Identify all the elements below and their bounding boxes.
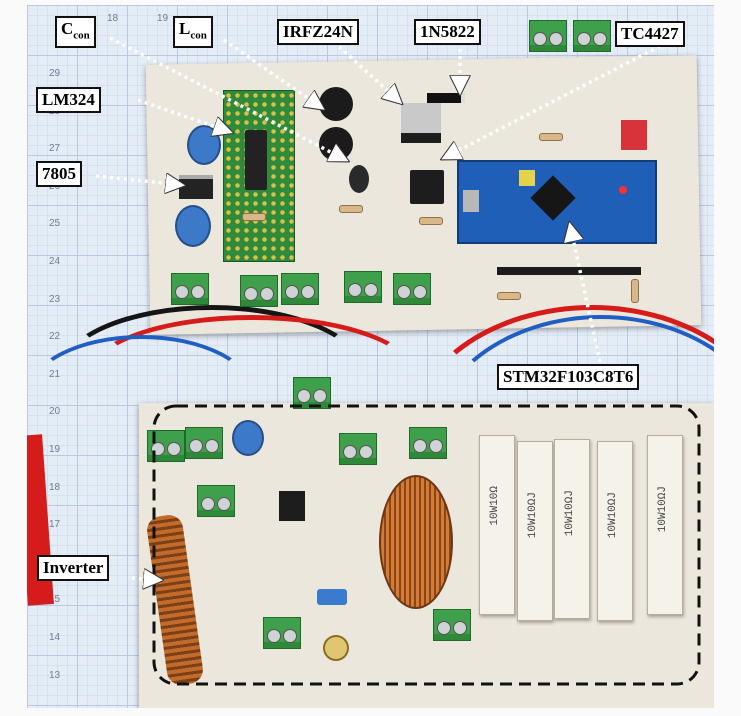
lm324-chip: [245, 130, 267, 190]
blue-wire: [27, 335, 255, 453]
resistor: [631, 279, 639, 303]
terminal-block: [281, 273, 319, 305]
terminal-block: [240, 275, 278, 307]
reset-button: [519, 170, 535, 186]
ruler-left-tick: 27: [49, 143, 61, 155]
resistor-marking: 10W10ΩJ: [657, 486, 669, 533]
resistor: [419, 217, 443, 225]
capacitor-ccon: [349, 165, 369, 193]
capacitor: [187, 125, 221, 165]
resistor: [242, 213, 266, 221]
label-ccon: Ccon: [55, 16, 96, 49]
ruler-left-tick: 12: [49, 707, 60, 708]
ruler-top-tick: 19: [157, 13, 169, 24]
label-ccon-main: C: [61, 19, 74, 38]
ruler-left-tick: 18: [49, 481, 61, 493]
label-lcon-main: L: [179, 19, 191, 38]
film-capacitor: [317, 589, 347, 605]
label-7805: 7805: [36, 161, 82, 187]
ruler-left-tick: 19: [49, 444, 61, 455]
terminal-block: [393, 273, 431, 305]
ruler-left-tick: 14: [49, 632, 61, 643]
toroid-inductor: [379, 475, 453, 609]
mosfet-irfz24n: [401, 103, 441, 143]
ruler-left-tick: 25: [49, 218, 61, 230]
ruler-left-tick: 29: [49, 68, 61, 79]
terminal-block: [197, 485, 235, 517]
ruler-left-tick: 17: [49, 519, 61, 531]
label-inverter: Inverter: [37, 555, 110, 581]
resistor-marking: 10W10ΩJ: [607, 492, 619, 539]
terminal-block: [433, 609, 471, 641]
label-stm32: STM32F103C8T6: [497, 364, 640, 390]
stm32-board: [457, 160, 657, 244]
terminal-block: [293, 377, 331, 409]
ic-inverter: [279, 491, 305, 521]
terminal-block: [185, 427, 223, 459]
inductor-lcon: [319, 87, 353, 121]
label-ccon-sub: con: [73, 29, 90, 42]
label-lm324: LM324: [36, 87, 101, 113]
header-strip: [497, 267, 641, 275]
black-wire: [57, 305, 367, 445]
terminal-block: [171, 273, 209, 305]
terminal-block: [147, 430, 185, 462]
label-lcon: Lcon: [173, 16, 213, 49]
ruler-left-tick: 23: [49, 293, 61, 305]
dip-switch: [621, 120, 647, 150]
terminal-block: [263, 617, 301, 649]
ruler-left-tick: 15: [49, 594, 61, 606]
power-resistor: 10W10ΩJ: [517, 441, 553, 621]
potentiometer: [323, 635, 349, 661]
resistor-marking: 10W10Ω: [489, 486, 501, 526]
label-lcon-sub: con: [190, 29, 207, 42]
terminal-block: [409, 427, 447, 459]
led: [619, 186, 627, 194]
resistor: [539, 133, 563, 141]
usb-connector: [463, 190, 479, 212]
power-resistor: 10W10ΩJ: [647, 435, 683, 615]
ruler-top-tick: 18: [107, 13, 119, 24]
terminal-block: [339, 433, 377, 465]
red-wire: [407, 305, 714, 575]
regulator-7805: [179, 175, 213, 199]
stm32-chip: [530, 175, 576, 221]
label-tc4427: TC4427: [615, 21, 685, 47]
terminal-block: [573, 20, 611, 52]
inductor-lcon: [319, 127, 353, 161]
resistor: [339, 205, 363, 213]
resistor-marking: 10W10ΩJ: [564, 490, 576, 537]
capacitor: [232, 420, 264, 456]
label-irfz24n: IRFZ24N: [277, 19, 359, 45]
ruler-left-tick: 22: [49, 331, 61, 343]
ic-tc4427: [410, 170, 444, 204]
photo-background: 292827262524232221201918171615141312 18 …: [27, 5, 714, 708]
power-resistor: 10W10ΩJ: [597, 441, 633, 621]
diode-1n5822: [427, 93, 465, 103]
red-wire: [87, 315, 417, 435]
ruler-left-tick: 24: [49, 256, 61, 267]
resistor: [497, 292, 521, 300]
power-resistor: 10W10ΩJ: [554, 439, 590, 619]
terminal-block: [344, 271, 382, 303]
terminal-block: [529, 20, 567, 52]
power-resistor: 10W10Ω: [479, 435, 515, 615]
ruler-left-tick: 13: [49, 669, 61, 681]
label-1n5822: 1N5822: [414, 19, 481, 45]
resistor-marking: 10W10ΩJ: [527, 492, 539, 539]
capacitor: [175, 205, 211, 247]
